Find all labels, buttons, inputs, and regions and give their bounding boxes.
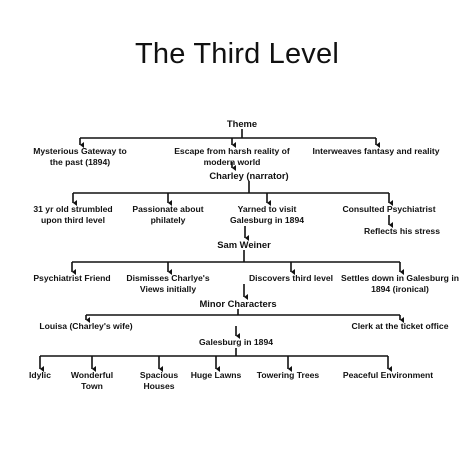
charley-item-strumbled: 31 yr old strumbled upon third level bbox=[25, 204, 121, 226]
galesburg-item-wonderful-town-text: Wonderful Town bbox=[70, 370, 114, 391]
charley-item-yarned: Yarned to visit Galesburg in 1894 bbox=[217, 204, 317, 226]
charley-item-philately-text: Passionate about philately bbox=[132, 204, 204, 225]
charley-item-yarned-text: Yarned to visit Galesburg in 1894 bbox=[229, 204, 305, 225]
galesburg-item-peaceful-environment: Peaceful Environment bbox=[342, 370, 434, 380]
galesburg-item-wonderful-town: Wonderful Town bbox=[69, 370, 115, 392]
charley-heading: Charley (narrator) bbox=[209, 170, 289, 181]
theme-item-interweaves: Interweaves fantasy and reality bbox=[312, 146, 440, 156]
minor-item-clerk: Clerk at the ticket office bbox=[351, 321, 449, 331]
minor-heading: Minor Characters bbox=[199, 298, 277, 309]
galesburg-item-idylic: Idylic bbox=[29, 370, 51, 380]
galesburg-item-huge-lawns: Huge Lawns bbox=[190, 370, 242, 380]
sam-item-settles: Settles down in Galesburg in 1894 (ironi… bbox=[337, 273, 463, 295]
charley-note-stress: Reflects his stress bbox=[364, 226, 440, 236]
theme-item-escape: Escape from harsh reality of modern worl… bbox=[172, 146, 292, 168]
sam-heading: Sam Weiner bbox=[217, 239, 271, 250]
theme-item-escape-text: Escape from harsh reality of modern worl… bbox=[174, 146, 290, 167]
sam-item-dismisses-text: Dismisses Charlye's Views initially bbox=[126, 273, 210, 294]
galesburg-heading: Galesburg in 1894 bbox=[198, 337, 274, 347]
charley-item-philately: Passionate about philately bbox=[129, 204, 207, 226]
galesburg-item-spacious-houses: Spacious Houses bbox=[136, 370, 182, 392]
theme-item-gateway: Mysterious Gateway to the past (1894) bbox=[32, 146, 128, 168]
sam-item-discovers: Discovers third level bbox=[248, 273, 334, 283]
charley-item-strumbled-text: 31 yr old strumbled upon third level bbox=[33, 204, 113, 225]
page-title: The Third Level bbox=[135, 38, 339, 70]
theme-item-gateway-text: Mysterious Gateway to the past (1894) bbox=[33, 146, 127, 167]
sam-item-dismisses: Dismisses Charlye's Views initially bbox=[123, 273, 213, 295]
sam-item-settles-text: Settles down in Galesburg in 1894 (ironi… bbox=[341, 273, 459, 294]
charley-item-psychiatrist: Consulted Psychiatrist bbox=[342, 204, 436, 214]
theme-heading: Theme bbox=[226, 118, 258, 129]
sam-item-friend: Psychiatrist Friend bbox=[33, 273, 111, 283]
galesburg-item-spacious-houses-text: Spacious Houses bbox=[139, 370, 179, 391]
galesburg-item-towering-trees: Towering Trees bbox=[256, 370, 320, 380]
minor-item-louisa: Louisa (Charley's wife) bbox=[39, 321, 133, 331]
